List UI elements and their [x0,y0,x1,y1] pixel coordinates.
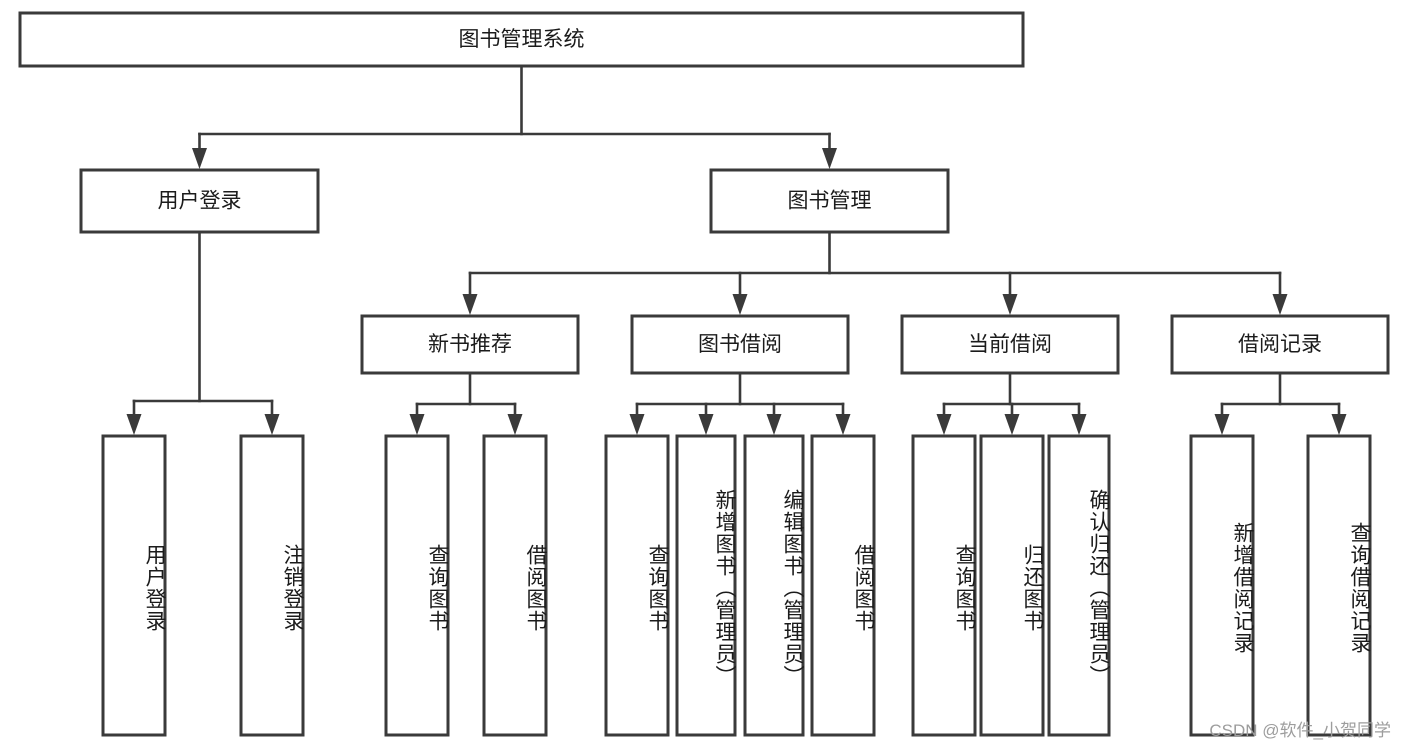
node-box-leaf-borrow-book-2[interactable] [810,434,876,737]
arrow-head-icon [936,414,952,435]
arrow-head-icon [507,414,523,435]
node-box-leaf-query-book-2[interactable] [604,434,670,737]
node-label-user-login: 用户登录 [158,190,242,213]
node-box-user-login[interactable] [79,168,320,234]
node-box-root[interactable] [18,11,1025,68]
node-box-borrow-record[interactable] [1170,314,1390,375]
arrow-head-icon [629,414,645,435]
arrow-head-icon [264,414,280,435]
node-box-leaf-return-book[interactable] [979,434,1045,737]
node-box-leaf-query-borrow-record[interactable] [1306,434,1372,737]
node-label-book-management: 图书管理 [788,190,872,213]
node-box-leaf-query-book-3[interactable] [911,434,977,737]
arrow-head-icon [1002,294,1018,315]
node-box-leaf-user-logout[interactable] [239,434,305,737]
arrow-head-icon [1071,414,1087,435]
arrow-head-icon [1214,414,1230,435]
node-box-leaf-query-book-1[interactable] [384,434,450,737]
arrow-head-icon [1331,414,1347,435]
node-box-book-management[interactable] [709,168,950,234]
node-box-layer [18,11,1390,737]
arrow-head-icon [835,414,851,435]
node-box-leaf-borrow-book-1[interactable] [482,434,548,737]
node-box-new-book-recommend[interactable] [360,314,580,375]
node-label-new-book-recommend: 新书推荐 [428,333,512,356]
node-label-root: 图书管理系统 [459,28,585,51]
arrow-head-icon [698,414,714,435]
node-box-book-borrow[interactable] [630,314,850,375]
connector-layer [126,64,1347,435]
arrow-head-icon [192,148,207,169]
node-label-current-borrow: 当前借阅 [968,333,1052,356]
node-box-current-borrow[interactable] [900,314,1120,375]
node-box-leaf-confirm-return[interactable] [1047,434,1111,737]
node-label-book-borrow: 图书借阅 [698,333,782,356]
node-box-leaf-edit-book[interactable] [743,434,805,737]
arrow-head-icon [462,294,478,315]
arrow-head-icon [766,414,782,435]
node-box-leaf-add-book[interactable] [675,434,737,737]
csdn-watermark: CSDN @软件_小贺同学 [1209,721,1391,740]
arrow-head-icon [409,414,425,435]
node-box-leaf-add-borrow-record[interactable] [1189,434,1255,737]
arrow-head-icon [732,294,748,315]
arrow-head-icon [822,148,837,169]
arrow-head-icon [126,414,142,435]
node-label-borrow-record: 借阅记录 [1238,333,1322,356]
arrow-head-icon [1272,294,1288,315]
node-box-leaf-user-login[interactable] [101,434,167,737]
arrow-head-icon [1004,414,1020,435]
